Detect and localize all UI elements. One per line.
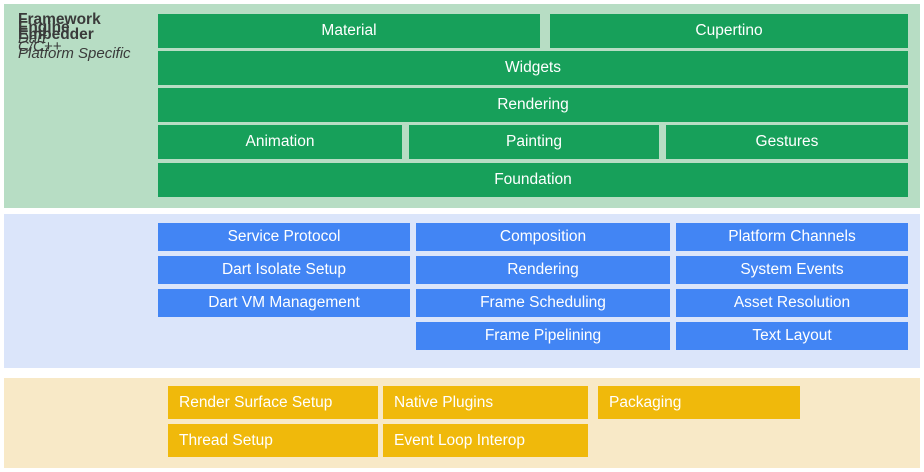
block-asset-resolution[interactable]: Asset Resolution: [676, 289, 908, 317]
layer-title-embedder: Embedder: [18, 26, 94, 43]
block-system-events[interactable]: System Events: [676, 256, 908, 284]
block-gestures[interactable]: Gestures: [666, 125, 908, 159]
layer-label-embedder: Embedder Platform Specific: [18, 25, 131, 63]
block-service-protocol[interactable]: Service Protocol: [158, 223, 410, 251]
layer-subtitle-engine: C/C++: [18, 38, 62, 55]
block-frame-scheduling[interactable]: Frame Scheduling: [416, 289, 670, 317]
block-dart-vm-management[interactable]: Dart VM Management: [158, 289, 410, 317]
layer-label-framework: Framework Dart: [18, 10, 101, 48]
block-foundation[interactable]: Foundation: [158, 163, 908, 197]
block-painting[interactable]: Painting: [409, 125, 659, 159]
block-frame-pipelining[interactable]: Frame Pipelining: [416, 322, 670, 350]
layer-title-engine: Engine: [18, 19, 70, 36]
layer-subtitle-framework: Dart: [18, 30, 47, 47]
layer-subtitle-embedder: Platform Specific: [18, 45, 131, 62]
block-render-surface-setup[interactable]: Render Surface Setup: [168, 386, 378, 419]
block-platform-channels[interactable]: Platform Channels: [676, 223, 908, 251]
layer-title-framework: Framework: [18, 11, 101, 28]
block-event-loop-interop[interactable]: Event Loop Interop: [383, 424, 588, 457]
block-material[interactable]: Material: [158, 14, 540, 48]
block-native-plugins[interactable]: Native Plugins: [383, 386, 588, 419]
block-packaging[interactable]: Packaging: [598, 386, 800, 419]
block-animation[interactable]: Animation: [158, 125, 402, 159]
block-composition[interactable]: Composition: [416, 223, 670, 251]
block-text-layout[interactable]: Text Layout: [676, 322, 908, 350]
block-widgets[interactable]: Widgets: [158, 51, 908, 85]
block-dart-isolate-setup[interactable]: Dart Isolate Setup: [158, 256, 410, 284]
block-thread-setup[interactable]: Thread Setup: [168, 424, 378, 457]
block-rendering-framework[interactable]: Rendering: [158, 88, 908, 122]
block-rendering-engine[interactable]: Rendering: [416, 256, 670, 284]
block-cupertino[interactable]: Cupertino: [550, 14, 908, 48]
layer-label-engine: Engine C/C++: [18, 18, 70, 56]
